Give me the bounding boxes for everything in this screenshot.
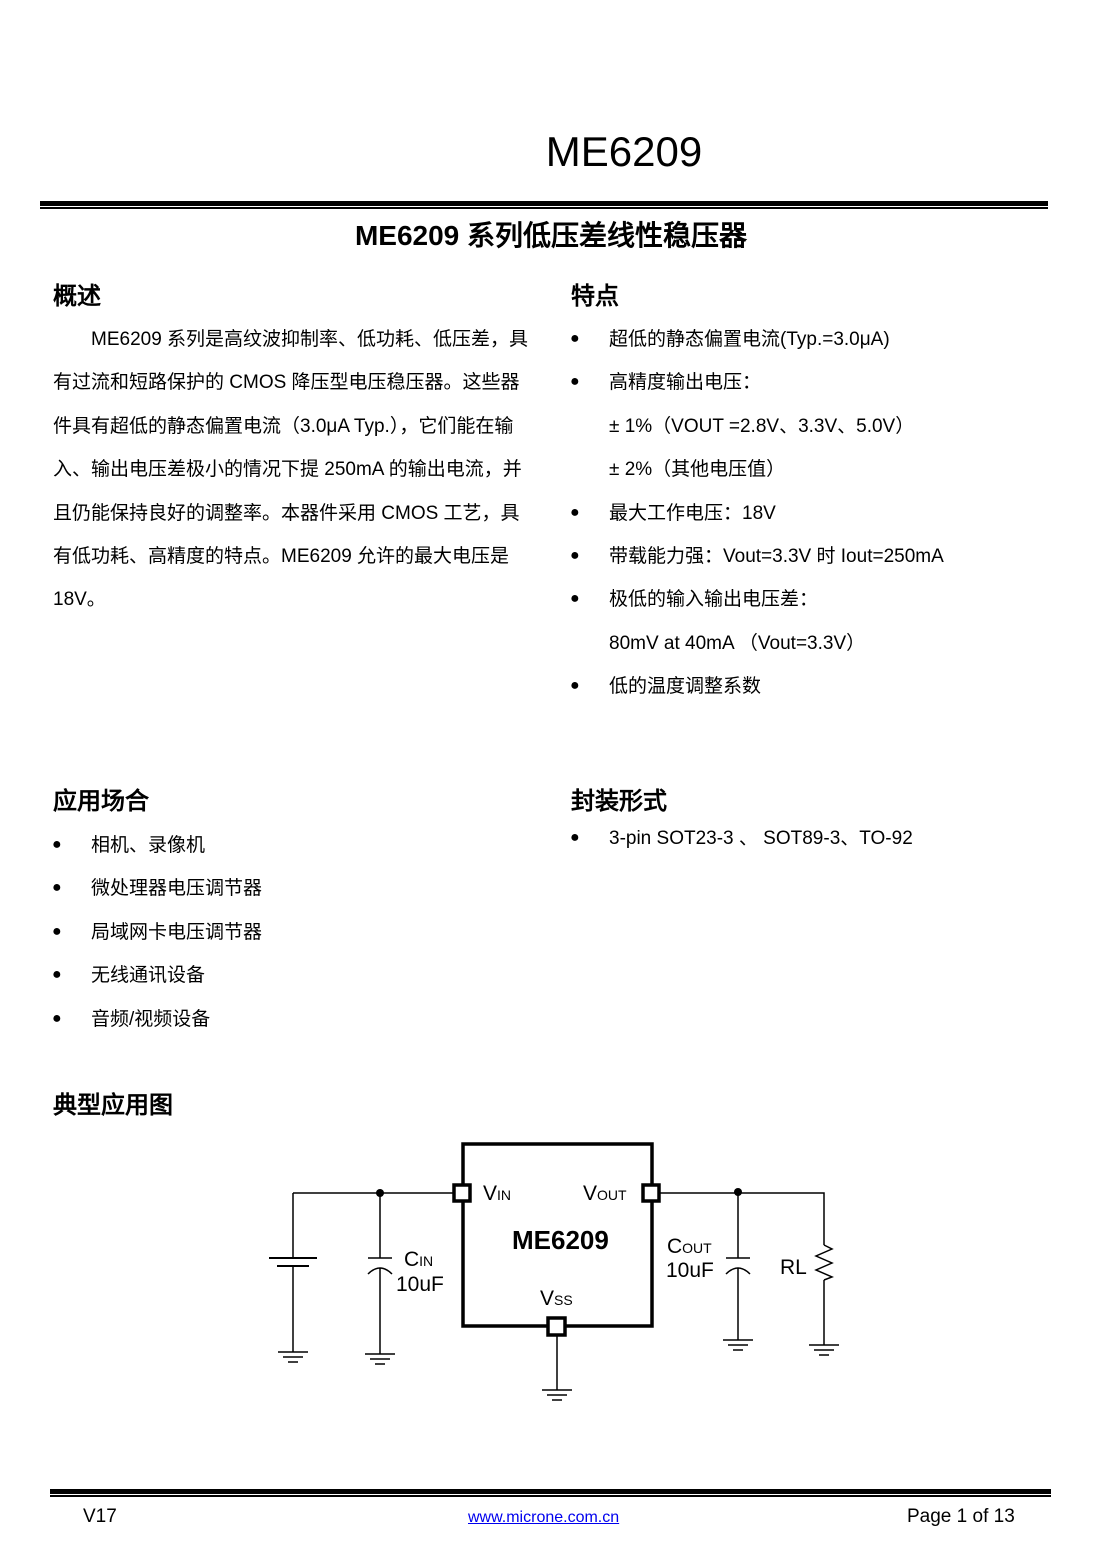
typical-application-heading: 典型应用图 xyxy=(53,1092,173,1119)
bullet-icon: ● xyxy=(570,503,580,521)
features-heading: 特点 xyxy=(571,283,619,310)
bullet-icon: ● xyxy=(52,1009,62,1027)
overview-heading: 概述 xyxy=(53,283,101,310)
overview-line: 件具有超低的静态偏置电流（3.0μA Typ.），它们能在输 xyxy=(53,415,514,437)
rl-label: RL xyxy=(780,1256,807,1279)
bullet-icon: ● xyxy=(570,590,580,608)
document-title: ME6209 xyxy=(545,128,703,175)
overview-line: ME6209 系列是高纹波抑制率、低功耗、低压差，具 xyxy=(91,329,529,350)
ground-icon xyxy=(365,1353,395,1365)
ground-icon xyxy=(723,1339,753,1351)
feature-item: 低的温度调整系数 xyxy=(609,676,762,698)
cout-value: 10uF xyxy=(666,1259,714,1282)
cin-value: 10uF xyxy=(396,1273,444,1296)
overview-line: 有低功耗、高精度的特点。ME6209 允许的最大电压是 xyxy=(53,546,510,567)
feature-item: 高精度输出电压： xyxy=(609,372,762,394)
vout-label: VOUT xyxy=(583,1182,627,1205)
rl-resistor xyxy=(814,1244,834,1281)
bullet-icon: ● xyxy=(52,879,62,897)
bullet-icon: ● xyxy=(570,547,580,564)
header-rule-thin xyxy=(40,207,1048,209)
bullet-icon: ● xyxy=(570,677,580,695)
feature-item: 超低的静态偏置电流(Typ.=3.0μA) xyxy=(609,329,890,350)
input-wire xyxy=(292,1192,454,1352)
footer-rule-thick xyxy=(50,1489,1051,1494)
bullet-icon: ● xyxy=(52,836,62,853)
output-wire xyxy=(660,1192,825,1345)
feature-item: ± 2%（其他电压值） xyxy=(609,459,786,481)
junction-dot xyxy=(734,1188,742,1196)
overview-line: 且仍能保持良好的调整率。本器件采用 CMOS 工艺，具 xyxy=(53,502,520,524)
footer-page-number: Page 1 of 13 xyxy=(907,1506,1015,1527)
vin-label: VIN xyxy=(483,1182,511,1205)
feature-item: 最大工作电压：18V xyxy=(609,502,776,524)
cin-capacitor xyxy=(367,1193,393,1354)
vss-pin xyxy=(546,1316,567,1337)
overview-line: 有过流和短路保护的 CMOS 降压型电压稳压器。这些器 xyxy=(53,372,520,394)
cin-label: CIN xyxy=(404,1248,433,1271)
bullet-icon: ● xyxy=(570,330,580,347)
vout-pin xyxy=(641,1183,661,1203)
header-rule-thick xyxy=(40,201,1048,206)
ground-icon xyxy=(278,1351,308,1363)
application-item: 无线通讯设备 xyxy=(91,965,206,987)
bullet-icon: ● xyxy=(52,922,62,940)
feature-item: 极低的输入输出电压差： xyxy=(609,589,819,611)
footer-version: V17 xyxy=(83,1506,117,1527)
package-item: 3-pin SOT23-3 、 SOT89-3、TO-92 xyxy=(609,828,913,849)
junction-dot xyxy=(376,1189,384,1197)
battery-symbol xyxy=(269,1257,317,1267)
document-subtitle: ME6209 系列低压差线性稳压器 xyxy=(354,220,748,251)
feature-item: ± 1%（VOUT =2.8V、3.3V、5.0V） xyxy=(609,415,915,437)
applications-heading: 应用场合 xyxy=(53,788,149,815)
bullet-icon: ● xyxy=(52,966,62,984)
application-item: 音频/视频设备 xyxy=(91,1008,211,1030)
chip-label: ME6209 xyxy=(512,1225,609,1255)
bullet-icon: ● xyxy=(570,829,580,846)
vss-label: VSS xyxy=(540,1287,573,1310)
footer-rule-thin xyxy=(50,1495,1051,1497)
overview-line: 入、输出电压差极小的情况下提 250mA 的输出电流，并 xyxy=(53,459,522,481)
ground-icon xyxy=(809,1344,839,1356)
application-item: 相机、录像机 xyxy=(91,835,206,856)
feature-item: 80mV at 40mA （Vout=3.3V） xyxy=(609,632,866,654)
bullet-icon: ● xyxy=(570,373,580,391)
overview-line: 18V。 xyxy=(53,589,106,611)
application-item: 微处理器电压调节器 xyxy=(91,878,263,900)
application-item: 局域网卡电压调节器 xyxy=(91,921,263,943)
feature-item: 带载能力强：Vout=3.3V 时 Iout=250mA xyxy=(609,546,944,567)
ground-icon xyxy=(542,1389,572,1401)
vin-pin xyxy=(452,1183,472,1203)
cout-label: COUT xyxy=(667,1235,712,1258)
packages-heading: 封装形式 xyxy=(571,788,667,815)
footer-website-link[interactable]: www.microne.com.cn xyxy=(468,1509,620,1526)
